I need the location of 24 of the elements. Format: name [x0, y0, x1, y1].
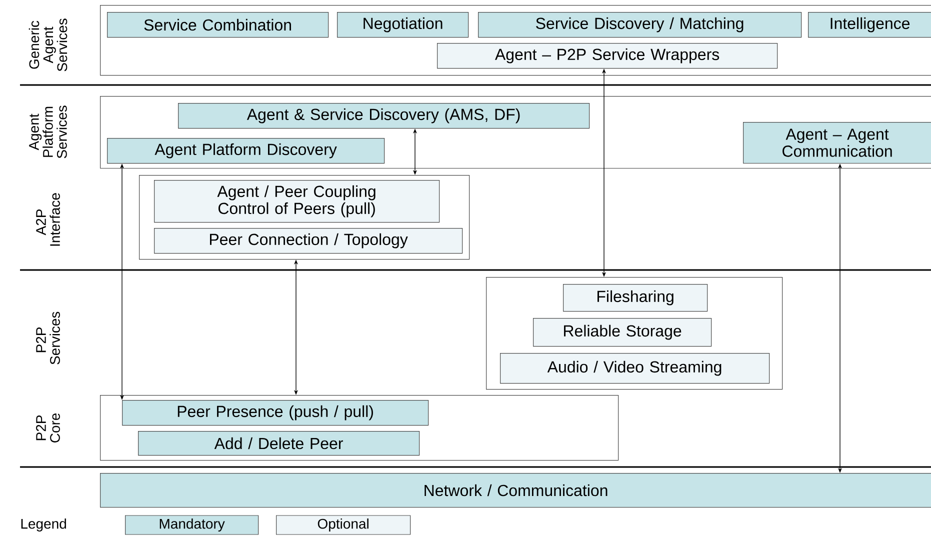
service-box: Service Discovery / Matching	[478, 12, 802, 38]
network-bar: Network / Communication	[100, 473, 931, 508]
service-box: Peer Connection / Topology	[154, 228, 463, 254]
service-box: Service Combination	[107, 12, 329, 38]
layer-label: Generic Agent Services	[28, 18, 68, 72]
service-box: Audio / Video Streaming	[500, 353, 770, 384]
service-box: Reliable Storage	[533, 318, 712, 347]
service-box: Agent / Peer Coupling Control of Peers (pull)	[154, 180, 440, 223]
legend-item: Optional	[276, 515, 411, 535]
service-box: Peer Presence (push / pull)	[122, 400, 429, 426]
layer-label: A2P Interface	[36, 193, 60, 246]
service-box: Intelligence	[808, 12, 931, 38]
service-box: Negotiation	[337, 12, 469, 38]
layer-label: Agent Platform Services	[29, 106, 67, 158]
service-box: Agent – Agent Communication	[743, 122, 931, 164]
service-box: Agent – P2P Service Wrappers	[437, 43, 778, 69]
service-box: Add / Delete Peer	[138, 431, 420, 456]
service-box: Agent Platform Discovery	[107, 138, 385, 164]
legend-item: Mandatory	[125, 515, 259, 535]
layer-label: P2P Services	[36, 312, 60, 364]
layer-label: P2P Core	[36, 413, 60, 442]
service-box: Filesharing	[563, 284, 708, 312]
service-box: Agent & Service Discovery (AMS, DF)	[178, 103, 590, 129]
legend-title: Legend	[21, 518, 66, 532]
